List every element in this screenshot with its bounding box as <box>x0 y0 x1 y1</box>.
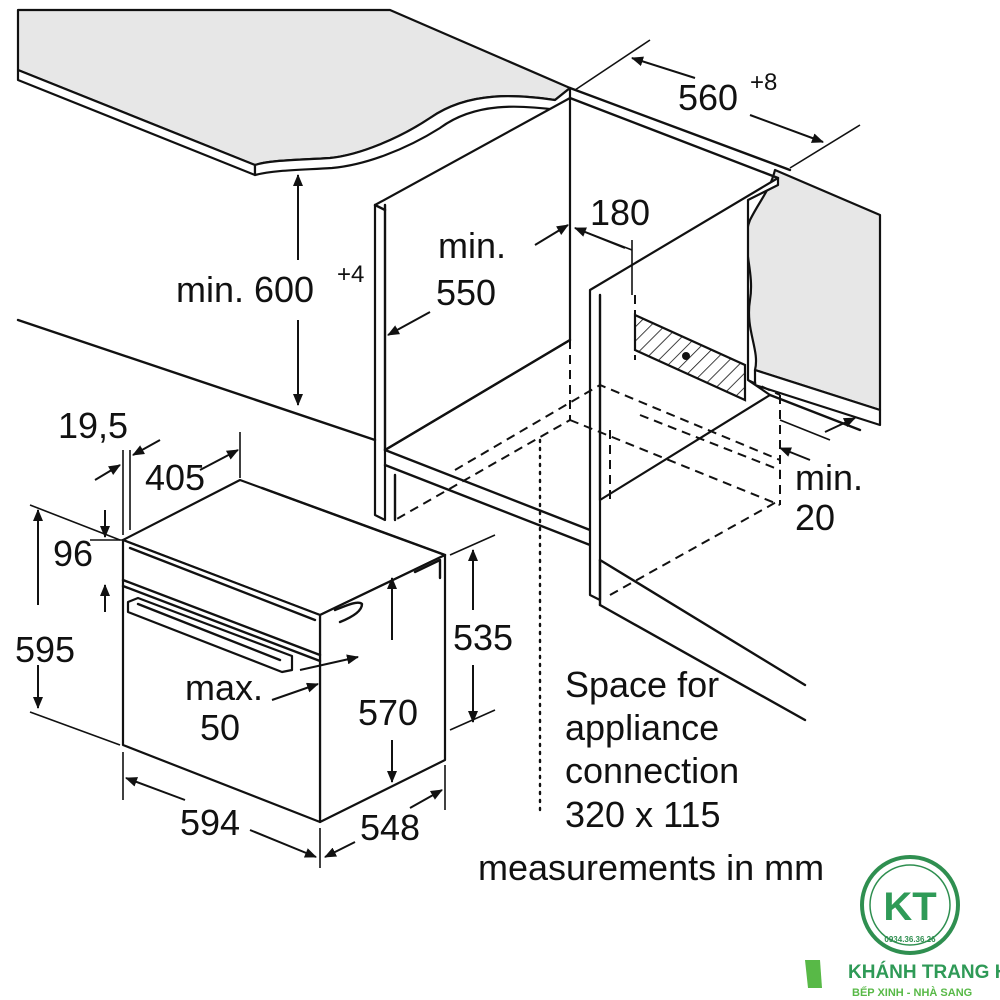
brand-logo: KT 0934.36.36.26 KHÁNH TRANG HOME BẾP XI… <box>805 855 1000 999</box>
label-niche-height-sup: +4 <box>337 261 364 288</box>
label-space-3: connection <box>565 750 739 791</box>
label-units: measurements in mm <box>478 847 824 888</box>
label-vent: 180 <box>590 192 650 233</box>
label-width: 594 <box>180 802 240 843</box>
logo-tagline: BẾP XINH - NHÀ SANG <box>852 986 972 999</box>
label-niche-height: min. 600 <box>176 269 314 310</box>
logo-monogram: KT <box>883 885 936 929</box>
label-space-1: Space for <box>565 664 719 705</box>
logo-leaf-icon <box>805 960 822 988</box>
label-depth-min-1: min. <box>438 225 506 266</box>
dimension-lines <box>29 39 861 868</box>
dimension-labels: 560 +8 min. 600 +4 min. 550 180 min. 20 … <box>15 69 863 888</box>
oven <box>121 478 447 824</box>
label-handle-1: max. <box>185 667 263 708</box>
hidden-lines <box>394 295 781 596</box>
label-min20-2: 20 <box>795 497 835 538</box>
label-width-top: 560 <box>678 77 738 118</box>
logo-phone: 0934.36.36.26 <box>884 935 936 944</box>
worktop <box>16 8 572 177</box>
label-depth-top: 405 <box>145 457 205 498</box>
label-total-height: 595 <box>15 629 75 670</box>
label-handle-2: 50 <box>200 707 240 748</box>
label-space-2: appliance <box>565 707 719 748</box>
label-space-4: 320 x 115 <box>565 794 720 835</box>
connection-box <box>538 313 747 817</box>
logo-ring-icon <box>860 855 960 955</box>
label-width-top-sup: +8 <box>750 69 777 96</box>
label-min20-1: min. <box>795 457 863 498</box>
label-front-offset: 19,5 <box>58 405 128 446</box>
label-depth-min-2: 550 <box>436 272 496 313</box>
label-body-height: 570 <box>358 692 418 733</box>
label-rear-height: 535 <box>453 617 513 658</box>
worktop-right <box>745 168 882 427</box>
logo-brand: KHÁNH TRANG HOME <box>848 961 1000 983</box>
label-depth: 548 <box>360 807 420 848</box>
cabinet-niche <box>16 86 862 722</box>
label-panel-height: 96 <box>53 533 93 574</box>
